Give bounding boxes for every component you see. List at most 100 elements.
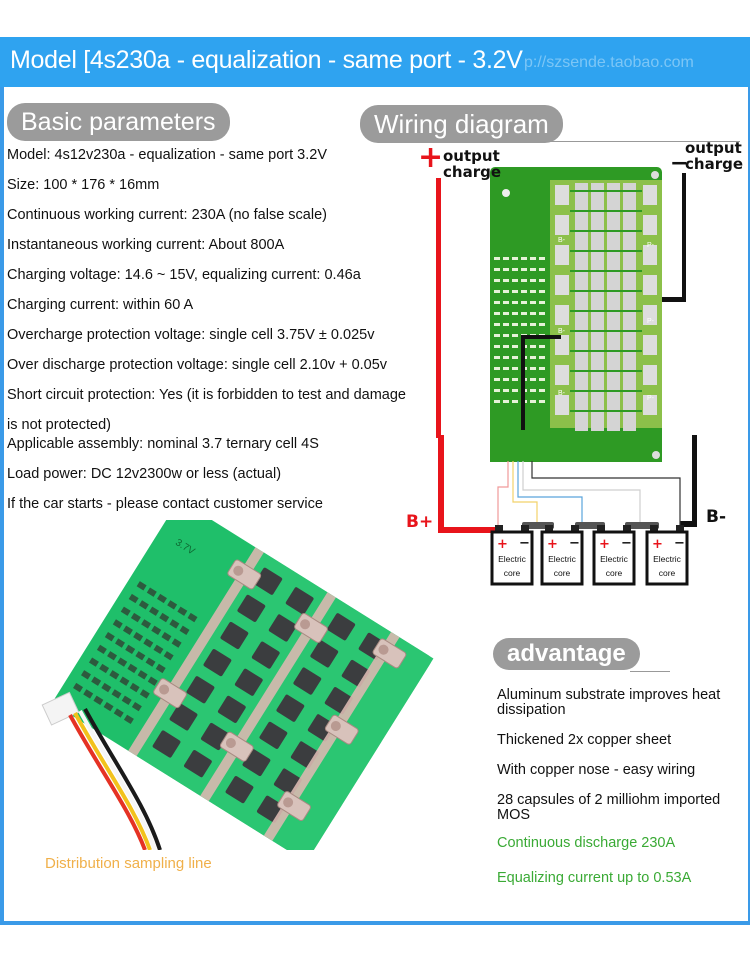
smd-resistor [139, 689, 150, 699]
pcb-trace [570, 230, 642, 232]
negative-sign: − [670, 151, 689, 176]
smd-component [494, 356, 500, 359]
label-line: output [443, 147, 500, 165]
cell-terminal [597, 525, 605, 533]
pcb-trace [570, 270, 642, 272]
mosfet [259, 721, 288, 749]
pcb-pad [555, 185, 569, 205]
smd-component [494, 400, 500, 403]
pcb-trace [570, 390, 642, 392]
b-plus-wire [438, 527, 498, 533]
smd-component [539, 301, 545, 304]
smd-component [512, 389, 518, 392]
cell-minus: − [569, 536, 580, 551]
smd-component [512, 345, 518, 348]
smd-resistor [121, 695, 132, 705]
b-minus-label: B- [706, 507, 727, 527]
pcb-pad [643, 275, 657, 295]
mosfet [268, 614, 297, 642]
mosfet [203, 649, 232, 677]
wiring-diagram-heading: Wiring diagram [360, 105, 563, 143]
smd-resistor [112, 619, 123, 629]
param-item: If the car starts - please contact custo… [7, 496, 323, 512]
smd-component [530, 323, 536, 326]
smd-resistor [113, 708, 124, 718]
advantage-item: Aluminum substrate improves heat dissipa… [497, 687, 721, 718]
copper-lugs [153, 559, 407, 821]
smd-component [503, 279, 509, 282]
smd-resistor [125, 644, 136, 655]
smd-resistor [127, 663, 138, 674]
smd-component [512, 312, 518, 315]
param-item: Instantaneous working current: About 800… [7, 237, 285, 253]
cell-body [490, 530, 534, 586]
cell-terminal [521, 525, 529, 533]
smd-resistor [111, 689, 122, 699]
smd-component [503, 356, 509, 359]
lug-screw [159, 684, 170, 695]
smd-component [539, 279, 545, 282]
sample-wire-black [531, 461, 681, 527]
smd-resistor [138, 600, 149, 610]
smd-component [530, 389, 536, 392]
title-banner: Model [4s230a - equalization - same port… [0, 37, 750, 87]
sample-wire-blue [517, 461, 583, 527]
cell-minus: − [674, 536, 685, 551]
negative-output-link [648, 297, 686, 302]
cell-terminal [545, 525, 553, 533]
smd-resistor [101, 682, 112, 693]
cell-body [592, 530, 636, 586]
pcb-trace [570, 350, 642, 352]
smd-component [512, 268, 518, 271]
pcb-busbar [607, 183, 620, 431]
smd-resistor [161, 632, 172, 642]
mosfet [293, 667, 322, 695]
smd-resistor [130, 612, 141, 623]
smd-resistor [177, 606, 188, 616]
b-plus-label: B+ [406, 512, 434, 532]
cell-minus: − [519, 536, 530, 551]
param-item: Continuous working current: 230A (no fal… [7, 207, 327, 223]
pcb-label: B- [558, 328, 566, 335]
b-minus-link [680, 521, 697, 527]
smd-component [530, 367, 536, 370]
smd-resistor [145, 657, 156, 667]
smd-component [503, 312, 509, 315]
pcb-label: B- [558, 237, 566, 244]
pcb-label: P- [647, 242, 655, 249]
positive-output-wire-lower [438, 435, 444, 533]
cell-label: Electric [600, 554, 629, 564]
smd-resistor [122, 625, 133, 635]
smd-component [539, 290, 545, 293]
advantage-item: 28 capsules of 2 milliohm imported MOS [497, 792, 721, 823]
smd-component [494, 301, 500, 304]
cell-label: Electric [498, 554, 527, 564]
lug-screw [283, 797, 294, 808]
page-frame [0, 37, 750, 925]
smd-component [494, 312, 500, 315]
smd-component [512, 323, 518, 326]
cell-body [540, 530, 584, 586]
smd-resistor [120, 606, 131, 616]
watermark: p://szsende.taobao.com [524, 54, 694, 71]
pcb-pad [555, 335, 569, 355]
smd-component [530, 356, 536, 359]
basic-parameters-heading: Basic parameters [7, 103, 230, 141]
smd-component [539, 268, 545, 271]
smd-component [539, 367, 545, 370]
cell-plus: + [599, 537, 610, 552]
label-line: charge [685, 155, 744, 173]
mosfet [327, 613, 356, 641]
sample-wire-yellow [512, 461, 538, 527]
smd-component [512, 301, 518, 304]
smd-component [494, 334, 500, 337]
pcb-trace [570, 250, 642, 252]
smd-component [539, 257, 545, 260]
cell-terminal [676, 525, 684, 533]
smd-component [539, 312, 545, 315]
smd-resistor [131, 701, 142, 712]
smd-component [503, 334, 509, 337]
smd-component [539, 389, 545, 392]
param-item: Over discharge protection voltage: singl… [7, 357, 388, 373]
